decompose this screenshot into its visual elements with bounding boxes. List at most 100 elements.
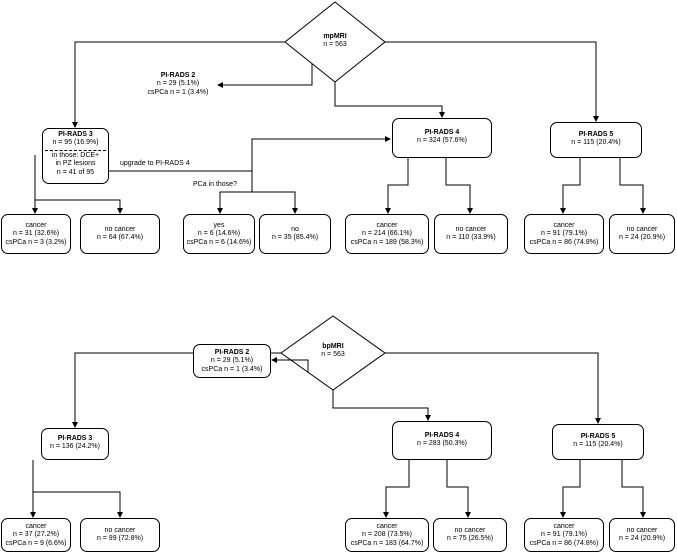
mp-p5-cancer-node: cancer n = 91 (79.1%) csPCa n = 86 (74.8… xyxy=(524,214,604,254)
mp-edge-root-p3 xyxy=(74,41,285,123)
bp-p3-cancer-line: csPCa n = 9 (6.6%) xyxy=(5,539,67,547)
bp-p3-nocancer-line: no cancer xyxy=(104,527,136,534)
mp-p3-nocancer-line: no cancer xyxy=(104,226,136,233)
bp-p4-nocancer-line: no cancer xyxy=(454,527,486,534)
mp-pirads3-sub: in PZ lesions xyxy=(55,160,96,168)
mp-root-title: mpMRI xyxy=(323,33,347,40)
bp-p3-nocancer-line: n = 99 (72.8%) xyxy=(96,535,144,543)
bp-edge-root-p2 xyxy=(276,359,309,372)
mp-p5-nocancer-line: no cancer xyxy=(626,226,658,233)
bp-p3-cancer-line: n = 37 (27.2%) xyxy=(12,531,60,539)
mp-arrow-p5-nocancer xyxy=(640,208,646,214)
bp-pirads4-title: PI-RADS 4 xyxy=(424,432,460,439)
bp-root-label: bpMRI n = 563 xyxy=(303,343,363,360)
mp-p4-nocancer-line: no cancer xyxy=(455,226,487,233)
mp-upg-yes-node: yes n = 6 (14.6%) csPCa n = 6 (14.6%) xyxy=(183,214,255,254)
bp-p3-cancer-line: cancer xyxy=(25,523,47,530)
mp-p3-cancer-line: csPCa n = 3 (3.2%) xyxy=(5,238,67,246)
mp-arrow-upgrade xyxy=(385,136,391,142)
bp-p4-nocancer-node: no cancer n = 75 (26.5%) xyxy=(433,518,507,552)
mp-pirads3-title: PI-RADS 3 xyxy=(58,131,93,138)
mp-p4-cancer-node: cancer n = 214 (66.1%) csPCa n = 189 (58… xyxy=(345,214,429,254)
mp-pirads4-line: n = 324 (57.6%) xyxy=(416,137,467,145)
mp-pirads3-sub: in those: DCE+ xyxy=(51,151,100,159)
mp-p3-cancer-node: cancer n = 31 (32.6%) csPCa n = 3 (3.2%) xyxy=(1,214,71,254)
mp-p4-nocancer-line: n = 110 (33.9%) xyxy=(446,234,496,242)
mp-pirads4-title: PI-RADS 4 xyxy=(424,129,460,136)
mp-p5-cancer-line: csPCa n = 86 (74.8%) xyxy=(529,238,599,246)
mp-edge-p4-split xyxy=(387,158,409,209)
bp-arrow-p3 xyxy=(72,422,78,428)
bp-arrow-p4 xyxy=(425,415,431,421)
mp-upg-yes-line: n = 6 (14.6%) xyxy=(197,230,241,238)
mp-pirads4-node: PI-RADS 4 n = 324 (57.6%) xyxy=(392,118,492,158)
bp-arrow-p5 xyxy=(595,418,601,424)
mp-upg-yes-line: yes xyxy=(213,222,225,229)
mp-edge-upg-no xyxy=(252,191,296,209)
mp-arrow-p5-cancer xyxy=(560,208,566,214)
mp-pirads2-title: PI-RADS 2 xyxy=(160,72,196,79)
mp-pirads2-line: csPCa n = 1 (3.4%) xyxy=(147,88,209,96)
mp-p5-nocancer-line: n = 24 (20.9%) xyxy=(618,234,666,242)
bp-p4-cancer-node: cancer n = 208 (73.5%) csPCa n = 183 (64… xyxy=(345,518,429,552)
bp-arrow-p4-nocancer xyxy=(465,512,471,518)
mp-p4-cancer-line: n = 214 (66.1%) xyxy=(361,230,412,238)
mp-p4-cancer-line: cancer xyxy=(376,222,398,229)
mp-pirads3-node: PI-RADS 3 n = 95 (16.9%) in those: DCE+ … xyxy=(42,128,109,184)
bp-arrow-p5-nocancer xyxy=(640,512,646,518)
mp-edge-p4-nocancer xyxy=(445,158,471,209)
bp-pirads2-line: n = 29 (5.1%) xyxy=(210,357,254,365)
bp-p5-cancer-node: cancer n = 91 (79.1%) csPCa n = 86 (74.8… xyxy=(524,518,604,552)
mp-p3-cancer-line: n = 31 (32.6%) xyxy=(12,230,60,238)
mp-pirads5-node: PI-RADS 5 n = 115 (20.4%) xyxy=(550,122,642,158)
mp-arrow-p5 xyxy=(593,116,599,122)
mp-upg-no-node: no n = 35 (85.4%) xyxy=(259,214,331,254)
bp-pirads4-node: PI-RADS 4 n = 283 (50.3%) xyxy=(392,421,492,460)
bp-arrow-p3-nocancer xyxy=(117,512,123,518)
mp-upg-yes-line: csPCa n = 6 (14.6%) xyxy=(186,238,252,246)
bp-edge-p4-nocancer xyxy=(446,460,469,513)
mp-pca-question-label: PCa in those? xyxy=(193,181,237,189)
mp-upg-no-line: n = 35 (85.4%) xyxy=(271,234,319,242)
bp-p5-nocancer-line: no cancer xyxy=(626,527,658,534)
bp-p5-nocancer-node: no cancer n = 24 (20.9%) xyxy=(609,518,675,552)
bp-edge-p5-split xyxy=(562,460,581,513)
mp-edge-p3-split xyxy=(34,190,121,209)
mp-arrow-p4-nocancer xyxy=(467,208,473,214)
mp-pirads2-line: n = 29 (5.1%) xyxy=(156,80,200,88)
bp-edge-root-p4 xyxy=(332,390,429,416)
bp-pirads3-line: n = 136 (24.2%) xyxy=(49,443,100,451)
bp-arrow-p3-cancer xyxy=(30,512,36,518)
bp-root-count: n = 563 xyxy=(321,351,345,359)
bp-p3-cancer-node: cancer n = 37 (27.2%) csPCa n = 9 (6.6%) xyxy=(1,518,71,552)
mp-p3-cancer-line: cancer xyxy=(25,222,47,229)
mp-arrow-p3-cancer xyxy=(32,208,38,214)
mp-edge-root-p5 xyxy=(385,41,597,117)
mp-pirads3-divider xyxy=(45,149,106,151)
bp-pirads3-node: PI-RADS 3 n = 136 (24.2%) xyxy=(41,428,109,460)
bp-p5-cancer-line: csPCa n = 86 (74.8%) xyxy=(529,539,599,547)
mp-pirads2-node: PI-RADS 2 n = 29 (5.1%) csPCa n = 1 (3.4… xyxy=(140,72,216,97)
bp-p4-cancer-line: n = 208 (73.5%) xyxy=(361,531,412,539)
mp-edge-p5-split xyxy=(562,158,581,209)
bp-pirads3-title: PI-RADS 3 xyxy=(57,435,93,442)
mp-p3-nocancer-node: no cancer n = 64 (67.4%) xyxy=(80,214,160,254)
bp-p5-cancer-line: cancer xyxy=(553,523,575,530)
bp-p4-cancer-line: cancer xyxy=(376,523,398,530)
mp-arrow-upg-no xyxy=(292,208,298,214)
bp-pirads2-node: PI-RADS 2 n = 29 (5.1%) csPCa n = 1 (3.4… xyxy=(193,344,271,378)
mp-edge-root-p2 xyxy=(222,64,313,86)
mp-root-count: n = 563 xyxy=(323,41,347,49)
mp-pirads5-title: PI-RADS 5 xyxy=(578,131,614,138)
mp-pirads3-sub: n = 41 of 95 xyxy=(56,168,95,176)
bp-pirads4-line: n = 283 (50.3%) xyxy=(416,440,467,448)
bp-p5-nocancer-line: n = 24 (20.9%) xyxy=(618,535,666,543)
bp-root-title: bpMRI xyxy=(322,343,344,350)
mp-arrow-p2 xyxy=(217,82,223,88)
mp-pirads3-line: n = 95 (16.9%) xyxy=(52,139,99,147)
mp-p4-cancer-line: csPCa n = 189 (58.3%) xyxy=(350,238,424,246)
bp-pirads5-line: n = 115 (20.4%) xyxy=(573,441,623,449)
mp-p4-nocancer-node: no cancer n = 110 (33.9%) xyxy=(434,214,508,254)
